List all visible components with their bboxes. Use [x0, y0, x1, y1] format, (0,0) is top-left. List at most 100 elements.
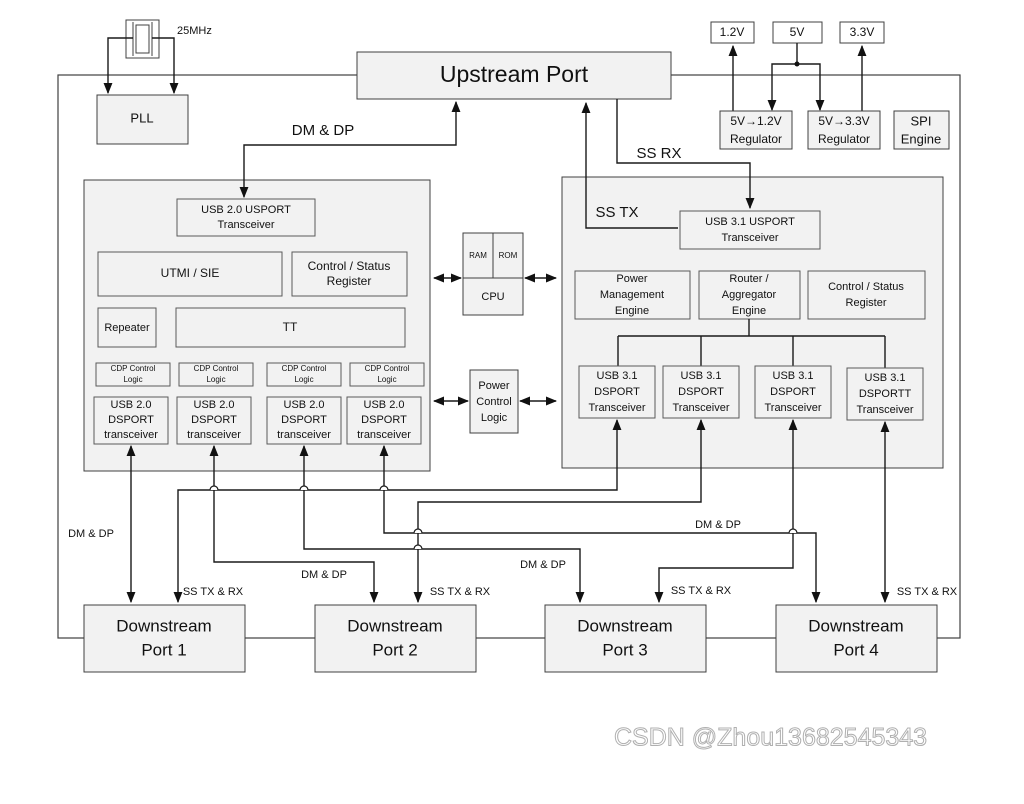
- downstream-port-3: [544, 604, 707, 673]
- ss-tx-label: SS TX: [595, 204, 638, 221]
- supply-1v2-label: 1.2V: [720, 25, 745, 39]
- usb2-dsport-1-line1: USB 2.0: [111, 399, 152, 411]
- supply-5v-label: 5V: [790, 25, 805, 39]
- ss-port4-label: SS TX & RX: [897, 586, 958, 598]
- cdp-1-line2: Logic: [123, 375, 142, 384]
- usb2-dsport-1: [93, 396, 169, 445]
- usb3-dsport-3-line3: Transceiver: [764, 402, 821, 414]
- pll-block: [96, 94, 189, 145]
- pme-line3: Engine: [615, 305, 649, 317]
- usb2-usport-line1: USB 2.0 USPORT: [201, 204, 291, 216]
- tt-label: TT: [283, 320, 298, 334]
- pme-line1: Power: [616, 273, 648, 285]
- downstream-port-2: [314, 604, 477, 673]
- usb2-dsport-2-line2: DSPORT: [191, 414, 237, 426]
- usb3-dsport-4-line1: USB 3.1: [865, 372, 906, 384]
- repeater-block: [97, 307, 157, 348]
- power-control-line3: Logic: [481, 412, 508, 424]
- spi-engine-line1: SPI: [911, 113, 932, 128]
- downstream-port-1-line2: Port 1: [141, 640, 186, 659]
- cdp-2-line2: Logic: [206, 375, 225, 384]
- power-management-engine: [574, 270, 691, 320]
- usb2-dsport-4-line1: USB 2.0: [364, 399, 405, 411]
- ss-port1-label: SS TX & RX: [183, 586, 244, 598]
- regulator-1v2: [719, 110, 793, 150]
- usb3-dsport-1-line2: DSPORT: [594, 386, 640, 398]
- usb2-ctrl-line2: Register: [327, 274, 372, 288]
- cdp-control-logic-4: [349, 362, 425, 387]
- downstream-port-2-line1: Downstream: [347, 616, 442, 635]
- router-line1: Router /: [729, 273, 769, 285]
- ram-label: RAM: [469, 251, 487, 260]
- regulator-1v2-line1: 5V→1.2V: [730, 114, 781, 128]
- supply-3v3-label: 3.3V: [850, 25, 875, 39]
- downstream-port-2-line2: Port 2: [372, 640, 417, 659]
- upstream-port-label: Upstream Port: [440, 61, 589, 87]
- usb2-dsport-4-line2: DSPORT: [361, 414, 407, 426]
- router-aggregator-engine: [698, 270, 801, 320]
- power-control-line1: Power: [478, 380, 510, 392]
- downstream-port-3-line2: Port 3: [602, 640, 647, 659]
- downstream-port-4: [775, 604, 938, 673]
- power-control-line2: Control: [476, 396, 511, 408]
- usb3-control-status-register: [807, 270, 926, 320]
- usb3-dsport-3: [754, 365, 832, 419]
- usb2-dsport-1-line2: DSPORT: [108, 414, 154, 426]
- cdp-2-line1: CDP Control: [194, 364, 239, 373]
- utmi-sie-label: UTMI / SIE: [161, 266, 220, 280]
- regulator-3v3: [807, 110, 881, 150]
- watermark-text: CSDN @Zhou13682545343: [614, 724, 927, 752]
- usb2-dsport-3-line1: USB 2.0: [284, 399, 325, 411]
- usb3-dsport-2: [662, 365, 740, 419]
- downstream-port-4-line1: Downstream: [808, 616, 903, 635]
- downstream-port-1-line1: Downstream: [116, 616, 211, 635]
- pme-line2: Management: [600, 289, 664, 301]
- usb3-dsport-2-line3: Transceiver: [672, 402, 729, 414]
- upstream-port-block: [356, 51, 672, 100]
- usb3-dsport-3-line2: DSPORT: [770, 386, 816, 398]
- dm-dp-port3-label: DM & DP: [520, 559, 566, 571]
- usb2-dsport-3-line2: DSPORT: [281, 414, 327, 426]
- dm-dp-port4-label: DM & DP: [695, 519, 741, 531]
- usb3-usport-line2: Transceiver: [721, 232, 778, 244]
- downstream-port-3-line1: Downstream: [577, 616, 672, 635]
- regulator-3v3-line1: 5V→3.3V: [818, 114, 869, 128]
- cdp-control-logic-1: [95, 362, 171, 387]
- regulator-3v3-line2: Regulator: [818, 132, 870, 146]
- spi-engine-line2: Engine: [901, 131, 941, 146]
- usb2-dsport-2-line3: transceiver: [187, 429, 241, 441]
- usb2-control-status-register: [291, 251, 408, 297]
- usb3-dsport-2-line2: DSPORT: [678, 386, 724, 398]
- cpu-label: CPU: [481, 291, 504, 303]
- cdp-4-line1: CDP Control: [365, 364, 410, 373]
- pll-label: PLL: [130, 110, 153, 125]
- dm-dp-port2-label: DM & DP: [301, 569, 347, 581]
- usb2-ctrl-line1: Control / Status: [308, 259, 391, 273]
- usb2-usport-transceiver: [176, 198, 316, 237]
- supply-1v2: [710, 21, 755, 44]
- ss-port2-label: SS TX & RX: [430, 586, 491, 598]
- usb3-dsport-3-line1: USB 3.1: [773, 370, 814, 382]
- usb2-dsport-1-line3: transceiver: [104, 429, 158, 441]
- wire-usb3-port3: [654, 418, 798, 604]
- cdp-1-line1: CDP Control: [111, 364, 156, 373]
- router-line3: Engine: [732, 305, 766, 317]
- clock-frequency-label: 25MHz: [177, 25, 212, 37]
- usb3-usport-line1: USB 3.1 USPORT: [705, 216, 795, 228]
- dm-dp-upstream-label: DM & DP: [292, 122, 355, 139]
- usb3-dsport-1-line1: USB 3.1: [597, 370, 638, 382]
- usb2-usport-line2: Transceiver: [217, 219, 274, 231]
- regulator-1v2-line2: Regulator: [730, 132, 782, 146]
- cdp-4-line2: Logic: [377, 375, 396, 384]
- tt-block: [175, 307, 406, 348]
- crystal-oscillator: [125, 19, 160, 59]
- spi-engine-block: [893, 110, 950, 150]
- rom-label: ROM: [499, 251, 518, 260]
- ss-port3-label: SS TX & RX: [671, 585, 732, 597]
- router-line2: Aggregator: [722, 289, 777, 301]
- usb2-dsport-3-line3: transceiver: [277, 429, 331, 441]
- supply-3v3: [839, 21, 885, 44]
- utmi-sie-block: [97, 251, 283, 297]
- cdp-control-logic-3: [266, 362, 342, 387]
